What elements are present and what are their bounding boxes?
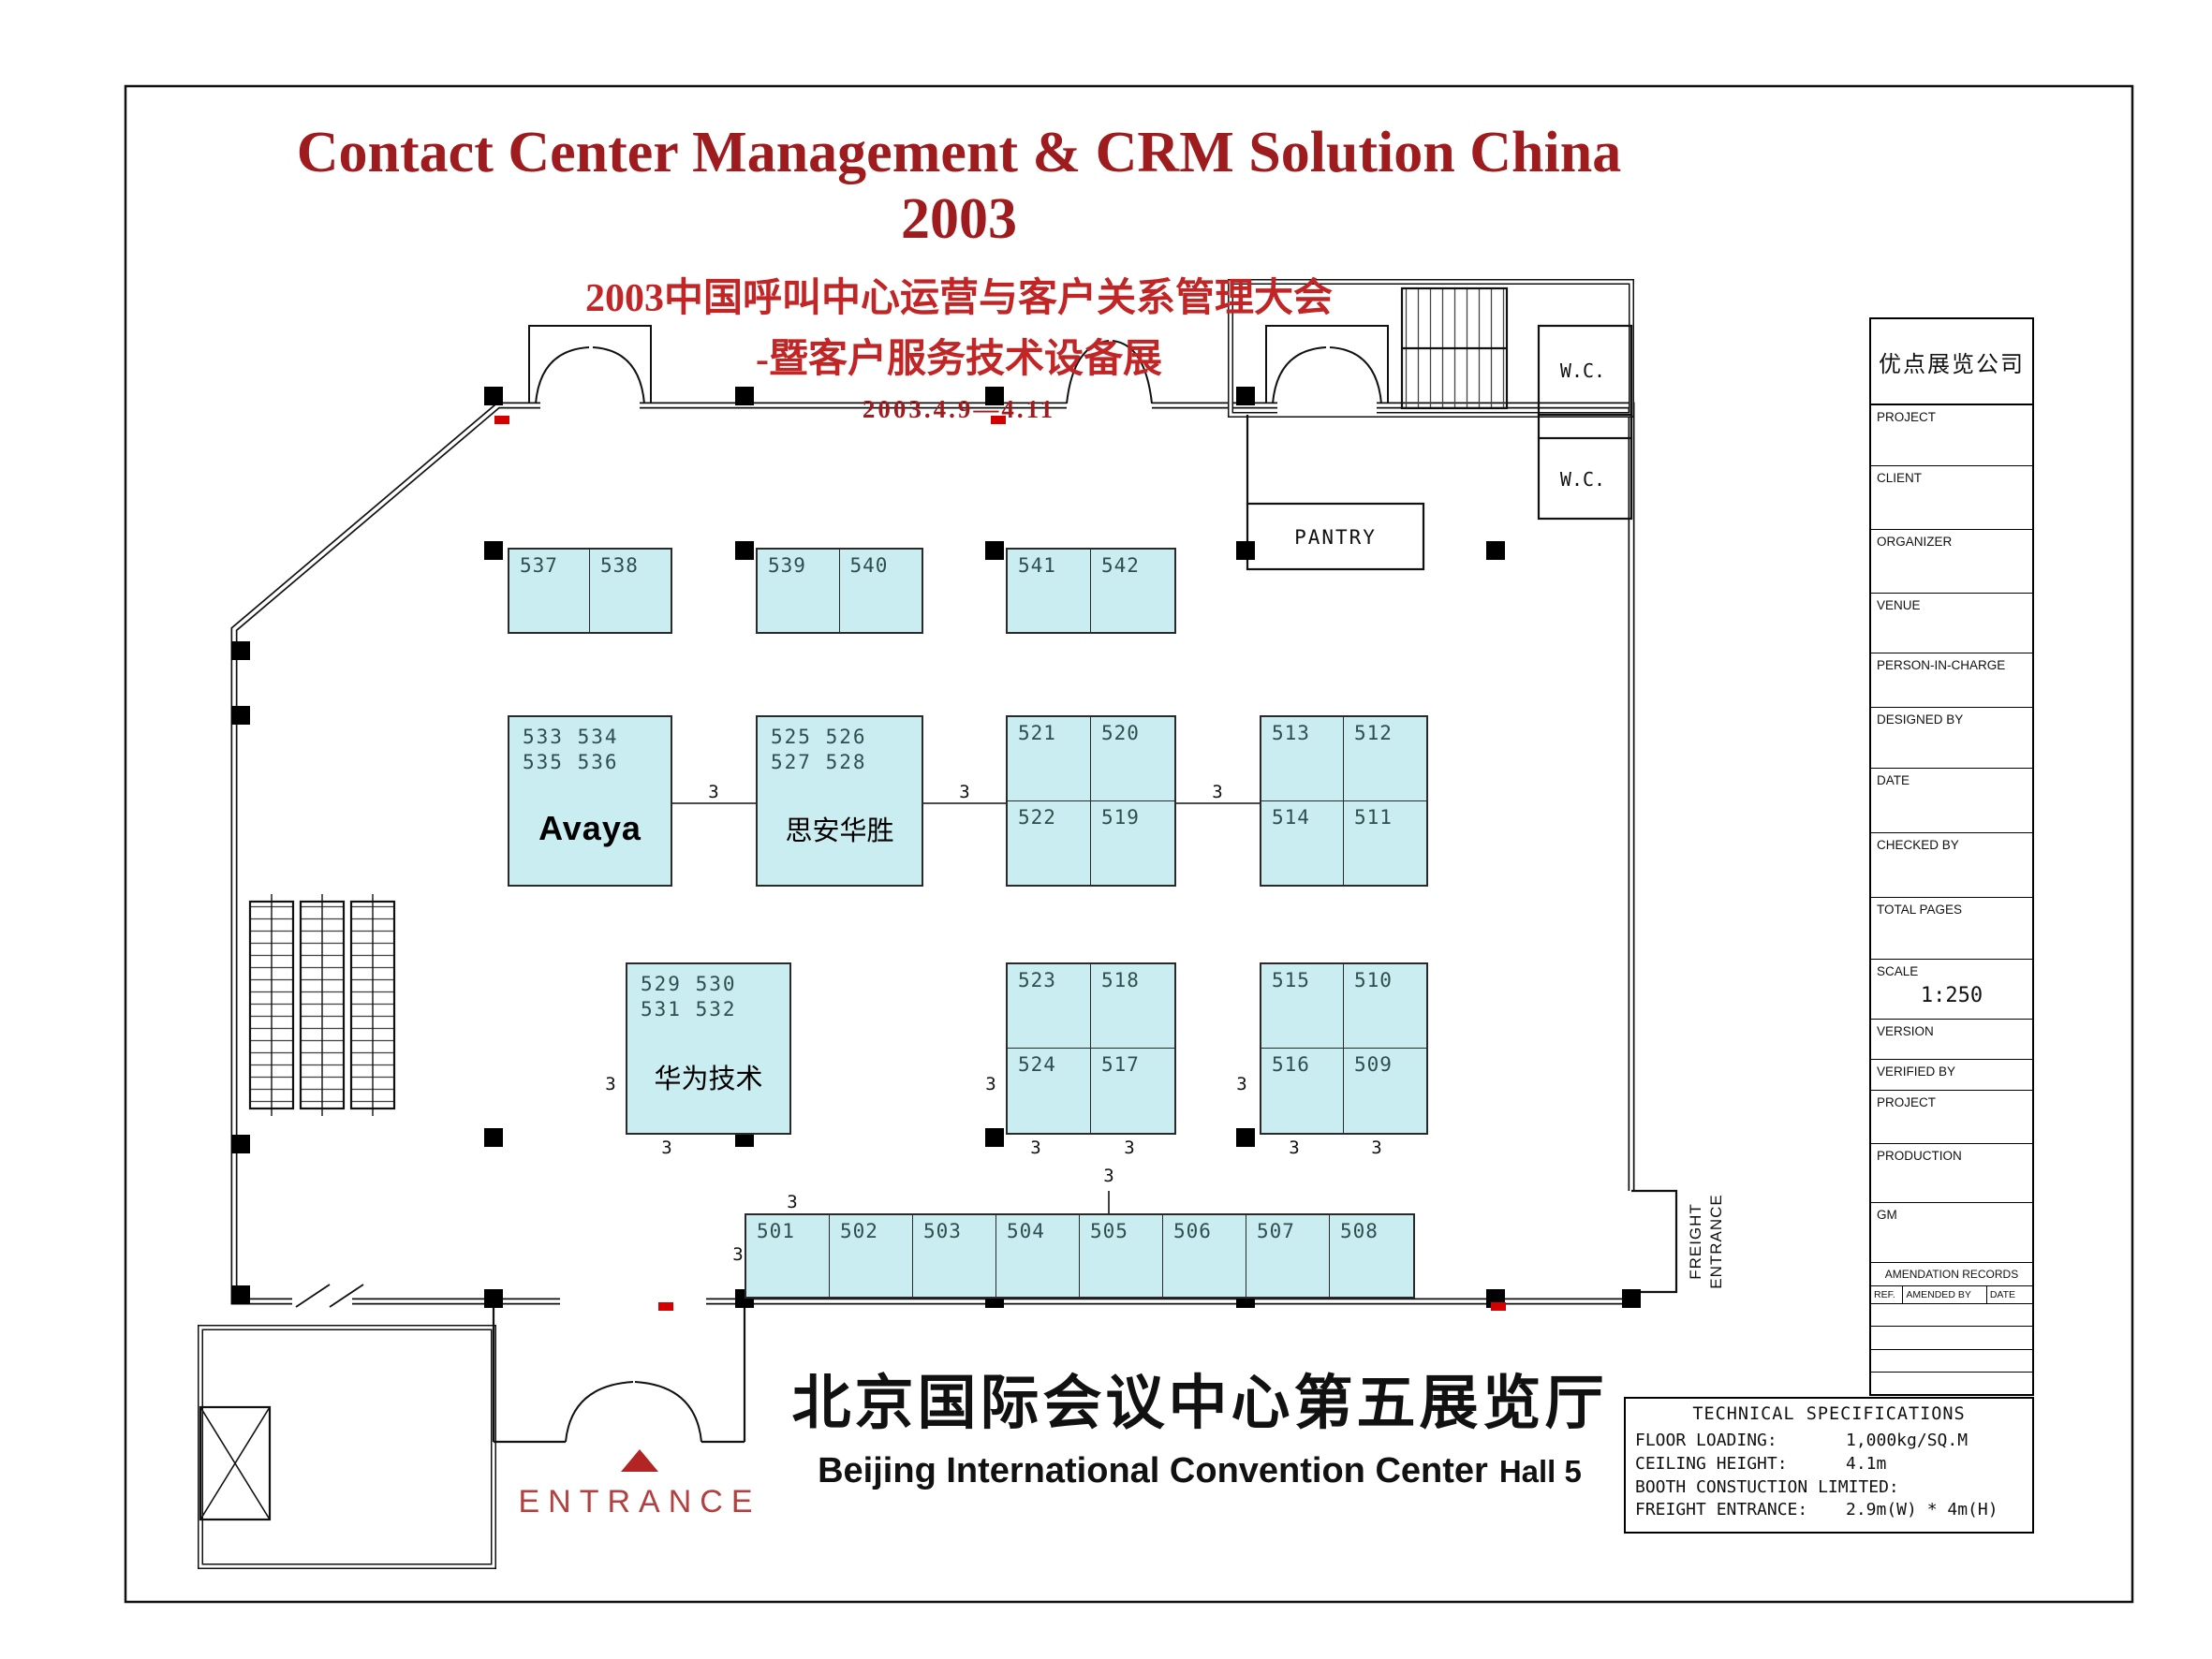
scale-value: 1:250 (1920, 984, 1983, 1007)
freight-label-line1: FREIGHT (1686, 1203, 1704, 1280)
event-title: Contact Center Management & CRM Solution… (296, 121, 1622, 251)
structural-columns (231, 387, 1641, 1308)
sheet-border (124, 84, 2134, 1604)
field-label: PROJECT (1877, 410, 1937, 424)
title-block-field-designed-by-5: DESIGNED BY (1871, 708, 2032, 769)
spec-row: BOOTH CONSTUCTION LIMITED: (1635, 1476, 2023, 1500)
spec-label: FREIGHT ENTRANCE: (1635, 1500, 1808, 1520)
wc-label-bottom: W.C. (1559, 468, 1606, 491)
venue-title-cn: 北京国际会议中心第五展览厅 (791, 1371, 1608, 1436)
field-label: ORGANIZER (1877, 535, 1953, 549)
pantry-label: PANTRY (1294, 526, 1377, 549)
entrance-corridor (492, 1301, 746, 1444)
tech-specs-rows: FLOOR LOADING: 1,000kg/SQ.M CEILING HEIGHT… (1635, 1430, 2023, 1522)
freight-entrance-label: FREIGHT ENTRANCE (1686, 1194, 1727, 1289)
field-label: PROJECT (1877, 1095, 1937, 1109)
amendation-title: AMENDATION RECORDS (1871, 1263, 2032, 1286)
title-block-field-person-in-charge-4: PERSON-IN-CHARGE (1871, 653, 2032, 708)
red-door-markers (494, 416, 1506, 1311)
wc-room-top (1537, 324, 1633, 417)
field-label: TOTAL PAGES (1877, 903, 1963, 917)
title-block-field-project-0: PROJECT (1871, 405, 2032, 466)
rooms-and-stairs (199, 286, 1678, 1521)
technical-specifications: TECHNICAL SPECIFICATIONS FLOOR LOADING: 1… (1624, 1397, 2034, 1534)
freight-corridor (1631, 1189, 1678, 1294)
spec-value: 1,000kg/SQ.M (1846, 1431, 1969, 1450)
wall-openings (292, 396, 1640, 1311)
title-block-field-client-1: CLIENT (1871, 466, 2032, 530)
title-block-field-checked-by-7: CHECKED BY (1871, 833, 2032, 898)
venue-title-en: Beijing International Convention Center H… (727, 1451, 1673, 1491)
field-label: CHECKED BY (1877, 838, 1959, 852)
field-label: VENUE (1877, 598, 1921, 612)
freight-label-line2: ENTRANCE (1707, 1194, 1725, 1289)
spec-label: BOOTH CONSTUCTION LIMITED: (1635, 1476, 1899, 1497)
amendation-empty-row (1871, 1327, 2032, 1350)
title-block-field-project-12: PROJECT (1871, 1091, 2032, 1144)
header: Contact Center Management & CRM Solution… (257, 120, 1661, 424)
dimension-lines (672, 802, 1260, 1213)
event-subtitle-cn: 2003中国呼叫中心运营与客户关系管理大会 (584, 277, 1333, 320)
field-label: SCALE (1877, 964, 1919, 978)
amendation-empty-rows (1871, 1304, 2032, 1394)
title-block-field-production-13: PRODUCTION (1871, 1144, 2032, 1203)
title-block-field-date-6: DATE (1871, 769, 2032, 833)
lobby-crossed-box (199, 1405, 272, 1521)
amendation-col-3: DATE (1989, 1289, 2016, 1300)
field-label: DESIGNED BY (1877, 712, 1964, 727)
entrance-label: ENTRANCE (518, 1484, 761, 1520)
amendation-empty-row (1871, 1373, 2032, 1394)
field-label: CLIENT (1877, 471, 1923, 485)
spec-value: 2.9m(W) * 4m(H) (1846, 1500, 1998, 1520)
title-block-field-gm-14: GM (1871, 1203, 2032, 1263)
field-label: VERSION (1877, 1024, 1934, 1038)
event-dates: 2003.4.9—4.11 (862, 395, 1056, 423)
field-label: VERIFIED BY (1877, 1064, 1956, 1079)
entrance-arrow-icon (621, 1449, 658, 1472)
spec-row: FREIGHT ENTRANCE: 2.9m(W) * 4m(H) (1635, 1499, 2023, 1522)
tech-specs-title: TECHNICAL SPECIFICATIONS (1692, 1404, 1966, 1424)
field-label: PRODUCTION (1877, 1149, 1962, 1163)
title-block-field-venue-3: VENUE (1871, 594, 2032, 653)
spec-label: FLOOR LOADING: (1635, 1431, 1777, 1450)
spec-value: 4.1m (1846, 1453, 1887, 1474)
pantry-room (1246, 502, 1425, 571)
hall-number: Hall 5 (1498, 1454, 1582, 1489)
door-arcs (295, 325, 1389, 1443)
title-block-fields: PROJECT CLIENT ORGANIZER VENUE PERSON-IN-CHA… (1871, 405, 2032, 1263)
field-label: PERSON-IN-CHARGE (1877, 658, 2006, 672)
title-block-field-organizer-2: ORGANIZER (1871, 530, 2032, 594)
amendation-col-1: REF. (1871, 1286, 1904, 1303)
spec-label: CEILING HEIGHT: (1635, 1453, 1788, 1474)
amendation-empty-row (1871, 1304, 2032, 1328)
spec-row: CEILING HEIGHT: 4.1m (1635, 1453, 2023, 1476)
title-block-field-verified-by-11: VERIFIED BY (1871, 1060, 2032, 1091)
title-block-field-version-10: VERSION (1871, 1020, 2032, 1060)
wc-room-bottom (1537, 436, 1633, 521)
wall-outline (230, 402, 1635, 1305)
venue-name-en: Beijing International Convention Center (818, 1451, 1488, 1490)
title-block: 优点展览公司 PROJECT CLIENT ORGANIZER VENUE PERSON… (1869, 317, 2034, 1396)
stairs-left-icon (248, 894, 396, 1116)
event-subtitle2-cn: -暨客户服务技术设备展 (756, 338, 1162, 381)
wc-label-top: W.C. (1559, 360, 1606, 382)
amendation-empty-row (1871, 1350, 2032, 1373)
spec-row: FLOOR LOADING: 1,000kg/SQ.M (1635, 1430, 2023, 1453)
field-label: DATE (1877, 773, 1910, 787)
field-label: GM (1877, 1208, 1897, 1222)
amendation-col-2: AMENDED BY (1903, 1286, 1987, 1303)
title-block-field-total-pages-8: TOTAL PAGES (1871, 898, 2032, 960)
title-block-company: 优点展览公司 (1871, 319, 2032, 405)
